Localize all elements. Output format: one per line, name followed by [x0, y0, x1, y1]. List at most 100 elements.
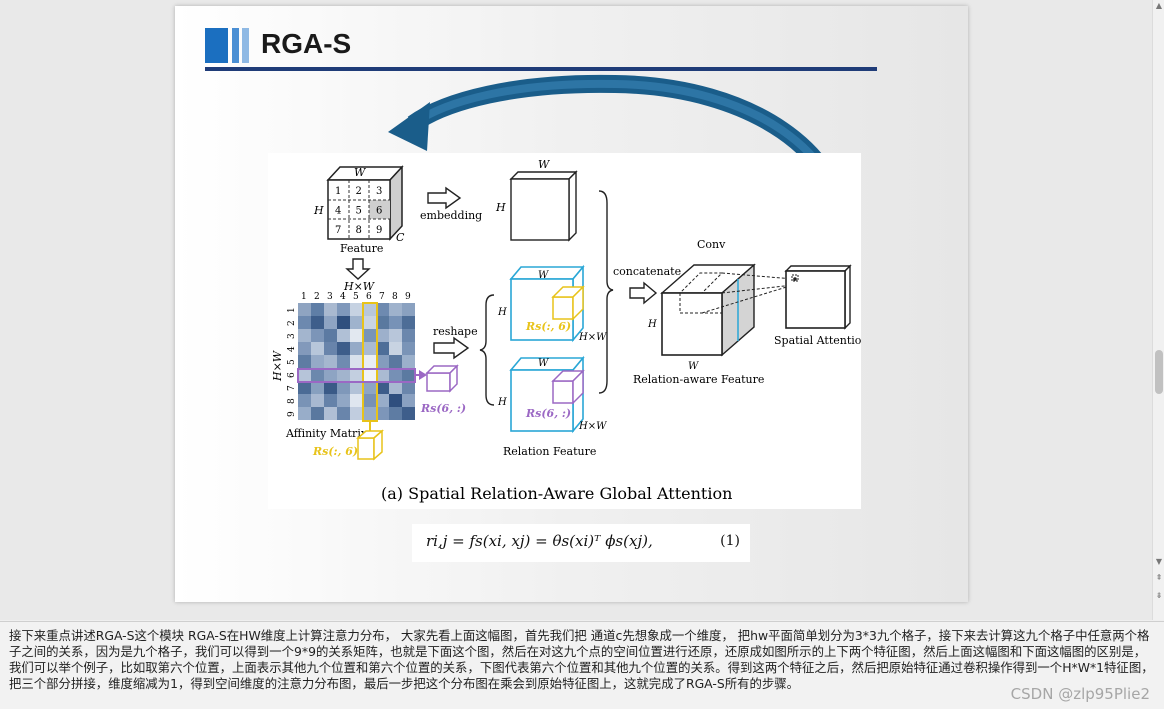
scroll-down-icon[interactable]: ▼ [1155, 557, 1163, 566]
affinity-cell [337, 355, 350, 368]
feature-grid-number: 8 [356, 225, 362, 236]
affinity-label: Affinity Matrix [285, 427, 368, 440]
affinity-cell [311, 368, 324, 381]
feature-grid-number: 4 [335, 206, 341, 217]
affinity-cell [402, 394, 415, 407]
aware-w-label: W [688, 361, 699, 372]
affinity-cell [298, 329, 311, 342]
slide-title: RGA-S [261, 28, 352, 59]
affinity-cell [337, 303, 350, 316]
affinity-cell [298, 342, 311, 355]
affinity-cell [337, 316, 350, 329]
affinity-cell [337, 329, 350, 342]
spatial-attention-label: Spatial Attention [774, 334, 861, 347]
affinity-cell [402, 355, 415, 368]
prev-slide-icon[interactable]: ⇞ [1155, 573, 1163, 582]
affinity-cell [324, 381, 337, 394]
affinity-row-number: 4 [287, 346, 297, 352]
affinity-cell [376, 368, 389, 381]
affinity-cell [402, 381, 415, 394]
upper-h-label: H [497, 307, 507, 318]
affinity-cell [324, 407, 337, 420]
affinity-cell [350, 329, 363, 342]
affinity-cell [389, 329, 402, 342]
conv-label: Conv [697, 238, 726, 251]
affinity-cell [337, 342, 350, 355]
affinity-cell [363, 368, 376, 381]
affinity-cell [298, 316, 311, 329]
affinity-col-number: 5 [353, 292, 359, 302]
affinity-cell [376, 329, 389, 342]
feature-w-label: W [354, 166, 367, 179]
affinity-cell [363, 316, 376, 329]
affinity-row-number: 3 [287, 333, 297, 339]
spatial-attention-cube [784, 264, 852, 330]
affinity-col-number: 2 [314, 292, 320, 302]
affinity-col-number: 6 [366, 292, 372, 302]
affinity-row-number: 5 [287, 359, 297, 365]
relation-cube-lower [509, 355, 585, 434]
affinity-cell [402, 303, 415, 316]
concatenate-label: concatenate [613, 265, 681, 278]
aware-h-label: H [647, 319, 657, 330]
affinity-cell [363, 407, 376, 420]
affinity-cell [402, 316, 415, 329]
vertical-scrollbar[interactable]: ▲ ▼ ⇞ ⇟ [1152, 0, 1164, 620]
affinity-cell [389, 342, 402, 355]
rs-row-label-side: Rs(6, :) [420, 402, 466, 415]
affinity-col-number: 8 [392, 292, 398, 302]
feature-grid-number: 2 [356, 186, 362, 197]
affinity-cell [298, 368, 311, 381]
affinity-cell [376, 407, 389, 420]
feature-grid-number: 3 [376, 186, 382, 197]
concatenate-arrow-icon [629, 281, 658, 305]
upper-w-label: W [538, 270, 549, 281]
left-brace [479, 294, 495, 406]
rs-row-cube [425, 364, 459, 393]
affinity-cell [376, 355, 389, 368]
affinity-cell [376, 381, 389, 394]
affinity-col-number: 3 [327, 292, 333, 302]
affinity-cell [311, 316, 324, 329]
affinity-cell [350, 368, 363, 381]
affinity-cell [389, 368, 402, 381]
relation-cube-upper [509, 264, 585, 343]
relation-feature-label: Relation Feature [503, 445, 596, 458]
embedded-w-label: W [538, 158, 551, 171]
equation-number: (1) [720, 533, 740, 549]
feature-grid-number: 7 [335, 225, 341, 236]
upper-hxw-label: H×W [578, 332, 607, 343]
feature-grid-number: 5 [356, 206, 362, 217]
right-brace [598, 190, 614, 394]
affinity-cell [324, 355, 337, 368]
affinity-cell [389, 316, 402, 329]
affinity-cell [389, 394, 402, 407]
next-slide-icon[interactable]: ⇟ [1155, 591, 1163, 600]
scrollbar-thumb[interactable] [1155, 350, 1163, 394]
affinity-cell [311, 329, 324, 342]
affinity-cell [337, 407, 350, 420]
reshape-label: reshape [433, 325, 478, 338]
affinity-cell [350, 394, 363, 407]
affinity-row-number: 2 [287, 320, 297, 326]
affinity-cell [324, 394, 337, 407]
title-rule [205, 67, 877, 71]
relation-aware-label: Relation-aware Feature [633, 373, 764, 386]
scroll-up-icon[interactable]: ▲ [1155, 1, 1163, 10]
affinity-cell [376, 394, 389, 407]
rs-col-label-cube: Rs(:, 6) [525, 320, 571, 333]
speaker-notes-pane[interactable]: 接下来重点讲述RGA-S这个模块 RGA-S在HW维度上计算注意力分布， 大家先… [0, 621, 1164, 709]
affinity-cell [389, 303, 402, 316]
feature-grid-number: 6 [376, 206, 382, 217]
speaker-notes-text[interactable]: 接下来重点讲述RGA-S这个模块 RGA-S在HW维度上计算注意力分布， 大家先… [9, 628, 1154, 691]
reshape-arrow-icon [433, 336, 470, 360]
affinity-row-number: 1 [287, 307, 297, 313]
affinity-cell [402, 368, 415, 381]
feature-grid-number: 1 [335, 186, 341, 197]
affinity-cell [350, 342, 363, 355]
affinity-cell [376, 303, 389, 316]
